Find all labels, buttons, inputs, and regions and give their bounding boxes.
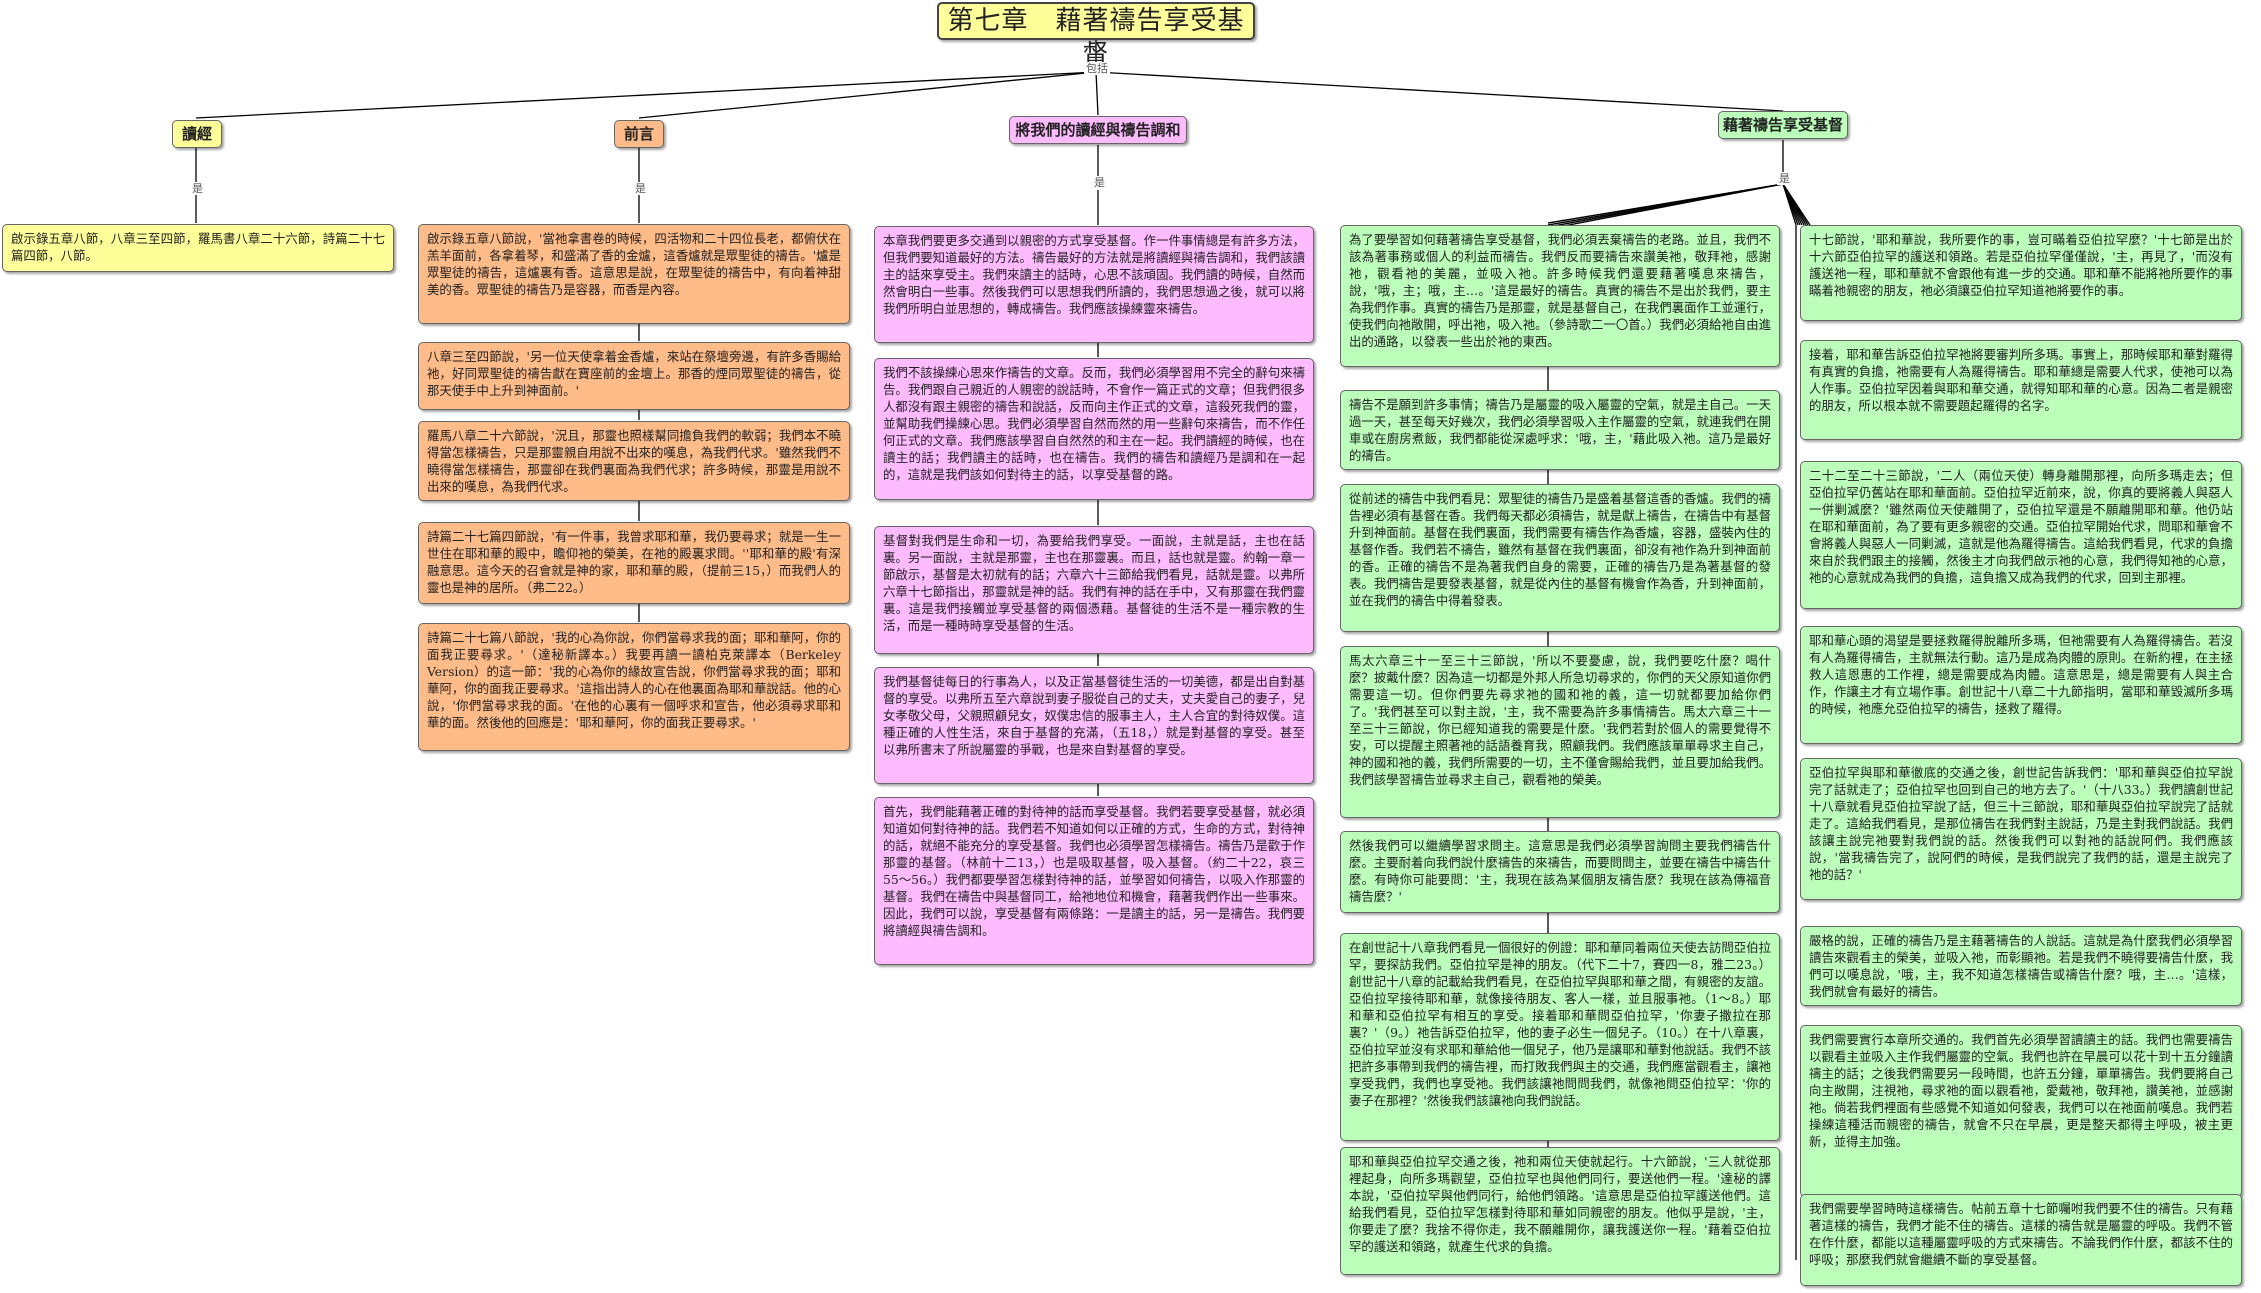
preface-node[interactable]: 詩篇二十七篇八節說，'我的心為你說，你們當尋求我的面；耶和華阿，你的面我正要尋求…	[418, 623, 850, 751]
scripture-node[interactable]: 啟示錄五章八節，八章三至四節，羅馬書八章二十六節，詩篇二十七篇四節，八節。	[2, 224, 394, 272]
enjoy-text: 耶和華心頭的渴望是要拯救羅得脫離所多瑪，但祂需要有人為羅得禱告。若沒有人為羅得禱…	[1809, 633, 2233, 716]
enjoy-text: 我們需要實行本章所交通的。我們首先必須學習讀讀主的話。我們也需要禱告以觀看主並吸…	[1809, 1032, 2233, 1149]
blend-node[interactable]: 首先，我們能藉著正確的對待神的話而享受基督。我們若要享受基督，就必須知道如何對待…	[874, 797, 1314, 965]
blend-text: 基督對我們是生命和一切，為要給我們享受。一面說，主就是話，主也在話裏。另一面說，…	[883, 533, 1305, 633]
enjoy-node[interactable]: 嚴格的說，正確的禱告乃是主藉著禱告的人說話。這就是為什麼我們必須學習讀告來觀看主…	[1800, 926, 2242, 1006]
blend-text: 我們基督徒每日的行事為人，以及正當基督徒生活的一切美德，都是出自對基督的享受。以…	[883, 674, 1305, 757]
is-link-label: 是	[190, 182, 205, 195]
is-link-label: 是	[1092, 176, 1107, 189]
blend-node[interactable]: 我們不該操練心思來作禱告的文章。反而，我們必須學習用不完全的辭句來禱告。我們跟自…	[874, 358, 1314, 500]
branch-scripture[interactable]: 讀經	[172, 120, 222, 148]
enjoy-text: 接着，耶和華告訴亞伯拉罕祂將要審判所多瑪。事實上，那時候耶和華對羅得有真實的負擔…	[1809, 347, 2233, 413]
enjoy-node[interactable]: 我們需要學習時時這樣禱告。帖前五章十七節囑咐我們要不住的禱告。只有藉著這樣的禱告…	[1800, 1194, 2242, 1286]
enjoy-text: 嚴格的說，正確的禱告乃是主藉著禱告的人說話。這就是為什麼我們必須學習讀告來觀看主…	[1809, 933, 2233, 999]
enjoy-node[interactable]: 禱告不是願到許多事情；禱告乃是屬靈的吸入屬靈的空氣，就是主自己。一天過一天，甚至…	[1340, 390, 1780, 470]
enjoy-node[interactable]: 馬太六章三十一至三十三節說，'所以不要憂慮，說，我們要吃什麼？喝什麼？披戴什麼？…	[1340, 646, 1780, 818]
is-link-label: 是	[1777, 172, 1792, 185]
enjoy-text: 二十二至二十三節說，'二人（兩位天使）轉身離開那裡，向所多瑪走去；但亞伯拉罕仍舊…	[1809, 468, 2233, 585]
preface-text: 詩篇二十七篇八節說，'我的心為你說，你們當尋求我的面；耶和華阿，你的面我正要尋求…	[427, 630, 841, 730]
enjoy-node[interactable]: 十七節說，'耶和華說，我所要作的事，豈可瞞着亞伯拉罕麼？'十七節是出於十六節亞伯…	[1800, 225, 2242, 321]
enjoy-node[interactable]: 從前述的禱告中我們看見：眾聖徒的禱告乃是盛着基督這香的香爐。我們的禱告裡必須有基…	[1340, 484, 1780, 632]
branch-blend[interactable]: 將我們的讀經與禱告調和	[1009, 116, 1187, 144]
enjoy-node[interactable]: 耶和華心頭的渴望是要拯救羅得脫離所多瑪，但祂需要有人為羅得禱告。若沒有人為羅得禱…	[1800, 626, 2242, 744]
blend-text: 我們不該操練心思來作禱告的文章。反而，我們必須學習用不完全的辭句來禱告。我們跟自…	[883, 365, 1305, 482]
preface-text: 詩篇二十七篇四節說，'有一件事，我曾求耶和華，我仍要尋求；就是一生一世住在耶和華…	[427, 529, 841, 595]
blend-text: 首先，我們能藉著正確的對待神的話而享受基督。我們若要享受基督，就必須知道如何對待…	[883, 804, 1305, 938]
enjoy-node[interactable]: 亞伯拉罕與耶和華徹底的交通之後，創世記告訴我們：'耶和華與亞伯拉罕說完了話就走了…	[1800, 758, 2242, 900]
page-title[interactable]: 第七章 藉著禱告享受基督	[937, 2, 1255, 70]
preface-node[interactable]: 八章三至四節說，'另一位天使拿着金香爐，來站在祭壇旁邊，有許多香賜給祂，好同眾聖…	[418, 342, 850, 410]
enjoy-node[interactable]: 耶和華與亞伯拉罕交通之後，祂和兩位天使就起行。十六節說，'三人就從那裡起身，向所…	[1340, 1147, 1780, 1275]
branch-enjoy[interactable]: 藉著禱告享受基督	[1718, 111, 1848, 139]
enjoy-node[interactable]: 然後我們可以繼續學習求問主。這意思是我們必須學習詢問主要我們禱告什麼。主要耐着向…	[1340, 831, 1780, 913]
includes-link-label: 包括	[1084, 62, 1110, 75]
is-link-label: 是	[633, 182, 648, 195]
preface-node[interactable]: 詩篇二十七篇四節說，'有一件事，我曾求耶和華，我仍要尋求；就是一生一世住在耶和華…	[418, 522, 850, 604]
enjoy-text: 十七節說，'耶和華說，我所要作的事，豈可瞞着亞伯拉罕麼？'十七節是出於十六節亞伯…	[1809, 232, 2233, 298]
enjoy-text: 從前述的禱告中我們看見：眾聖徒的禱告乃是盛着基督這香的香爐。我們的禱告裡必須有基…	[1349, 491, 1771, 608]
blend-text: 本章我們要更多交通到以親密的方式享受基督。作一件事情總是有許多方法，但我們要知道…	[883, 233, 1305, 316]
enjoy-text: 為了要學習如何藉著禱告享受基督，我們必須丟棄禱告的老路。並且，我們不該為著事務或…	[1349, 232, 1771, 349]
preface-text: 羅馬八章二十六節說，'況且，那靈也照樣幫同擔負我們的軟弱；我們本不曉得當怎樣禱告…	[427, 428, 841, 494]
enjoy-node[interactable]: 為了要學習如何藉著禱告享受基督，我們必須丟棄禱告的老路。並且，我們不該為著事務或…	[1340, 225, 1780, 367]
branch-preface[interactable]: 前言	[614, 120, 664, 148]
enjoy-text: 然後我們可以繼續學習求問主。這意思是我們必須學習詢問主要我們禱告什麼。主要耐着向…	[1349, 838, 1771, 904]
enjoy-node[interactable]: 接着，耶和華告訴亞伯拉罕祂將要審判所多瑪。事實上，那時候耶和華對羅得有真實的負擔…	[1800, 340, 2242, 440]
preface-node[interactable]: 羅馬八章二十六節說，'況且，那靈也照樣幫同擔負我們的軟弱；我們本不曉得當怎樣禱告…	[418, 421, 850, 501]
enjoy-text: 馬太六章三十一至三十三節說，'所以不要憂慮，說，我們要吃什麼？喝什麼？披戴什麼？…	[1349, 653, 1771, 787]
preface-text: 八章三至四節說，'另一位天使拿着金香爐，來站在祭壇旁邊，有許多香賜給祂，好同眾聖…	[427, 349, 841, 398]
enjoy-node[interactable]: 二十二至二十三節說，'二人（兩位天使）轉身離開那裡，向所多瑪走去；但亞伯拉罕仍舊…	[1800, 461, 2242, 609]
enjoy-text: 禱告不是願到許多事情；禱告乃是屬靈的吸入屬靈的空氣，就是主自己。一天過一天，甚至…	[1349, 397, 1771, 463]
enjoy-text: 亞伯拉罕與耶和華徹底的交通之後，創世記告訴我們：'耶和華與亞伯拉罕說完了話就走了…	[1809, 765, 2233, 882]
enjoy-text: 我們需要學習時時這樣禱告。帖前五章十七節囑咐我們要不住的禱告。只有藉著這樣的禱告…	[1809, 1201, 2233, 1267]
blend-node[interactable]: 本章我們要更多交通到以親密的方式享受基督。作一件事情總是有許多方法，但我們要知道…	[874, 226, 1314, 343]
enjoy-node[interactable]: 在創世記十八章我們看見一個很好的例證：耶和華同着兩位天使去訪問亞伯拉罕，要探訪我…	[1340, 933, 1780, 1141]
enjoy-text: 在創世記十八章我們看見一個很好的例證：耶和華同着兩位天使去訪問亞伯拉罕，要探訪我…	[1349, 940, 1771, 1108]
scripture-text: 啟示錄五章八節，八章三至四節，羅馬書八章二十六節，詩篇二十七篇四節，八節。	[11, 231, 385, 263]
preface-node[interactable]: 啟示錄五章八節說，'當祂拿書卷的時候，四活物和二十四位長老，都俯伏在羔羊面前，各…	[418, 224, 850, 324]
preface-text: 啟示錄五章八節說，'當祂拿書卷的時候，四活物和二十四位長老，都俯伏在羔羊面前，各…	[427, 231, 841, 297]
blend-node[interactable]: 基督對我們是生命和一切，為要給我們享受。一面說，主就是話，主也在話裏。另一面說，…	[874, 526, 1314, 654]
blend-node[interactable]: 我們基督徒每日的行事為人，以及正當基督徒生活的一切美德，都是出自對基督的享受。以…	[874, 667, 1314, 784]
enjoy-text: 耶和華與亞伯拉罕交通之後，祂和兩位天使就起行。十六節說，'三人就從那裡起身，向所…	[1349, 1154, 1771, 1254]
enjoy-node[interactable]: 我們需要實行本章所交通的。我們首先必須學習讀讀主的話。我們也需要禱告以觀看主並吸…	[1800, 1025, 2242, 1197]
